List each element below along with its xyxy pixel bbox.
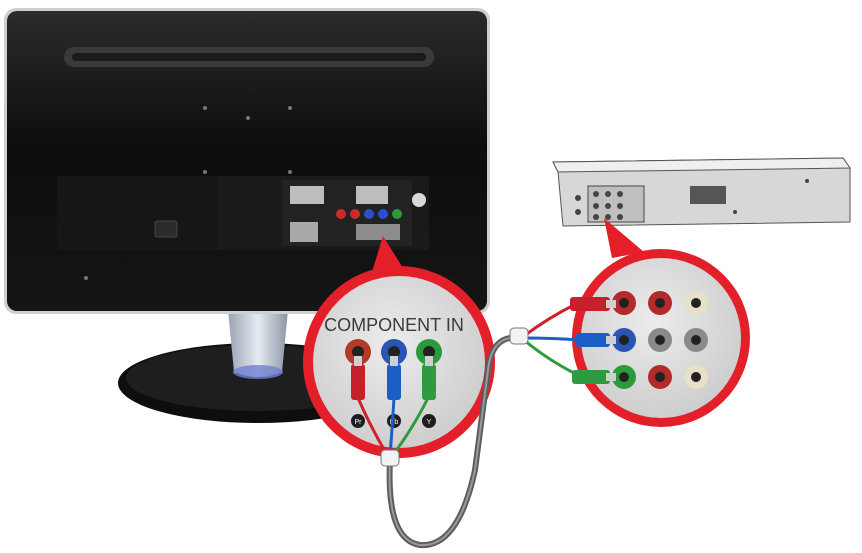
callout-device-outputs [572, 249, 750, 427]
cable-splitter-left [380, 449, 400, 467]
port-label-pb: Pb [390, 419, 399, 426]
callout-pointer-right [604, 218, 644, 258]
monitor-back [4, 8, 490, 314]
callout-component-in: COMPONENT IN Pr Pb Y [303, 266, 495, 458]
plugs-left [351, 356, 436, 400]
plugs-right [570, 297, 616, 384]
component-in-title: COMPONENT IN [324, 315, 464, 335]
external-device [552, 157, 851, 227]
port-label-pr: Pr [355, 419, 363, 426]
cable-splitter-right [509, 327, 529, 345]
port-label-y: Y [427, 419, 432, 426]
